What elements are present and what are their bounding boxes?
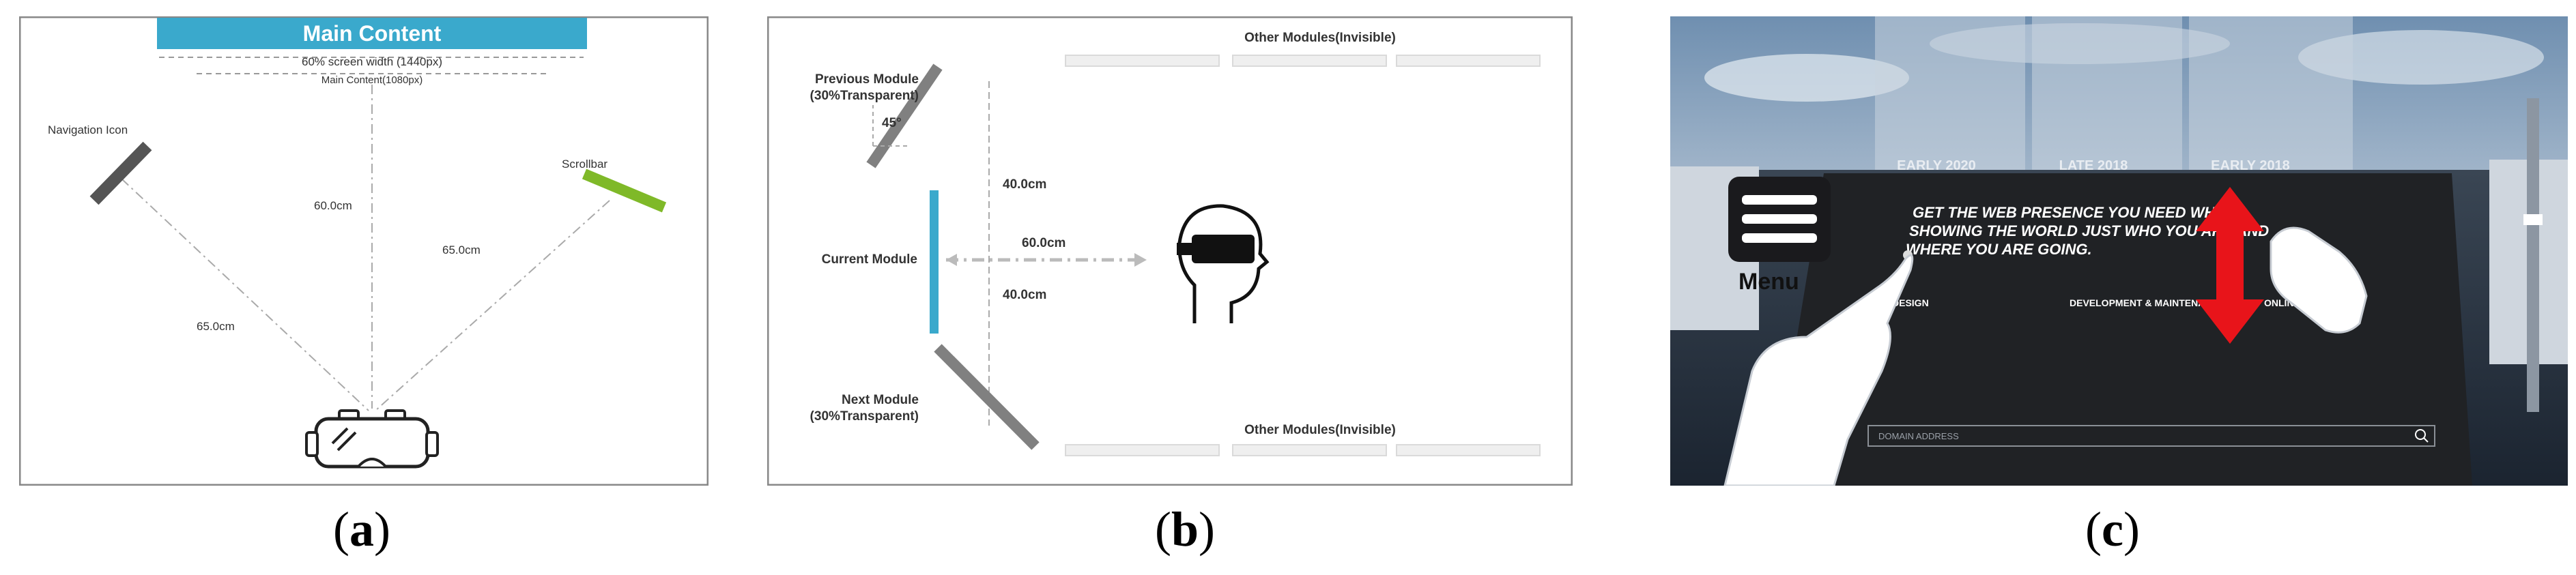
left-hand-icon (1723, 254, 1914, 487)
panel-b-frame (767, 16, 1573, 486)
caption-b: (b) (1155, 502, 1216, 557)
main-content-label: Main Content (303, 21, 442, 46)
cloud (1704, 54, 1909, 102)
arrow-head-right (1134, 253, 1147, 267)
navigation-icon-label: Navigation Icon (48, 123, 128, 136)
panel-c-vr-scene: EARLY 2020 LATE 2018 EARLY 2018 GET THE … (1670, 16, 2568, 487)
search-icon (2415, 429, 2426, 440)
bg-panel-1 (1875, 16, 2025, 180)
other-module-bottom-1 (1065, 444, 1220, 456)
sight-line-left (121, 178, 369, 411)
previous-module-bar (866, 63, 943, 168)
caption-a: (a) (333, 502, 390, 557)
bg-panel-3 (2189, 16, 2353, 180)
cloud (2298, 30, 2544, 85)
search-input[interactable] (1867, 425, 2435, 447)
col-dev-heading: DEVELOPMENT & MAINTENANCE (2070, 297, 2225, 308)
bg-label-2: LATE 2018 (2059, 158, 2128, 173)
next-module-label-2: (30%Transparent) (810, 409, 919, 424)
caption-b-letter: b (1171, 502, 1199, 557)
previous-module-label-2: (30%Transparent) (810, 89, 919, 103)
other-modules-bottom-label: Other Modules(Invisible) (1244, 423, 1396, 437)
headset-visor (1192, 235, 1255, 263)
scrollbar-label: Scrollbar (562, 158, 607, 171)
bg-panel-2 (2032, 16, 2182, 180)
distance-center-label: 60.0cm (1022, 236, 1065, 250)
main-content-bar (157, 18, 587, 49)
menu-button[interactable] (1728, 177, 1831, 262)
other-module-top-2 (1232, 55, 1387, 67)
vr-head-icon (1177, 204, 1270, 323)
other-module-top-3 (1396, 55, 1541, 67)
panel-a: Main Content 60% screen width (1440px) M… (18, 16, 709, 486)
other-module-top-1 (1065, 55, 1220, 67)
current-module-bar (930, 190, 939, 334)
caption-c-letter: c (2101, 502, 2123, 557)
distance-right-label: 65.0cm (442, 244, 481, 256)
current-module-label: Current Module (822, 252, 917, 267)
main-content-width-label: Main Content(1080px) (321, 74, 423, 86)
headline-line-1: GET THE WEB PRESENCE YOU NEED WHILE (1913, 204, 2239, 221)
panel-a-diagram: Main Content 60% screen width (1440px) M… (18, 16, 709, 486)
col-design-heading: DESIGN (1892, 297, 1929, 308)
panel-b-diagram: Other Modules(Invisible) Other Modules(I… (767, 16, 1573, 486)
screen-width-label: 60% screen width (1440px) (302, 55, 442, 68)
caption-a-letter: a (349, 502, 374, 557)
next-module-bar (934, 344, 1040, 450)
scrollbar-track[interactable] (2527, 98, 2539, 412)
scroll-arrow-icon (2196, 187, 2264, 344)
headline-line-3: WHERE YOU ARE GOING. (1906, 241, 2092, 258)
vr-headset-icon (305, 409, 439, 469)
panel-a-frame (18, 16, 709, 486)
distance-bottom-label: 40.0cm (1003, 288, 1046, 302)
other-module-bottom-2 (1232, 444, 1387, 456)
scrollbar-bar (582, 168, 667, 213)
menu-label: Menu (1738, 269, 1799, 295)
distance-top-label: 40.0cm (1003, 177, 1046, 192)
next-module-label-1: Next Module (842, 393, 919, 407)
scrollbar-thumb[interactable] (2523, 214, 2543, 225)
distance-center-label: 60.0cm (314, 199, 352, 212)
arrow-head-left (946, 254, 957, 266)
bg-label-1: EARLY 2020 (1897, 158, 1976, 173)
panel-b: Other Modules(Invisible) Other Modules(I… (767, 16, 1573, 486)
menu-icon (1742, 195, 1817, 205)
caption-c: (c) (2085, 502, 2140, 557)
other-module-bottom-3 (1396, 444, 1541, 456)
navigation-icon (89, 141, 152, 205)
sight-line-right (375, 200, 610, 411)
other-modules-top-label: Other Modules(Invisible) (1244, 31, 1396, 45)
angle-label: 45° (882, 116, 902, 130)
distance-left-label: 65.0cm (197, 320, 235, 333)
search-placeholder: DOMAIN ADDRESS (1878, 431, 1959, 441)
panel-c: EARLY 2020 LATE 2018 EARLY 2018 GET THE … (1670, 16, 2576, 487)
bg-label-3: EARLY 2018 (2211, 158, 2290, 173)
right-hand-icon (2270, 226, 2368, 334)
previous-module-label-1: Previous Module (815, 72, 919, 87)
